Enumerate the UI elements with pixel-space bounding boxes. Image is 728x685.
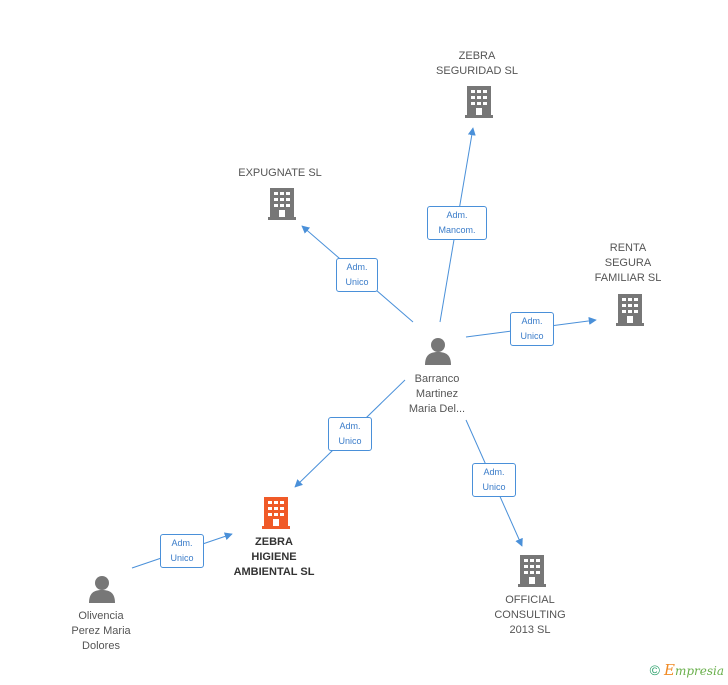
node-label-official-consulting[interactable]: OFFICIAL CONSULTING 2013 SL xyxy=(494,594,566,636)
node-label-zebra-higiene[interactable]: ZEBRA HIGIENE AMBIENTAL SL xyxy=(233,536,315,578)
node-label-olivencia[interactable]: Olivencia Perez Maria Dolores xyxy=(71,610,131,652)
edge-badge-to-official-consulting: Adm. Unico xyxy=(472,463,516,497)
building-icon[interactable] xyxy=(518,555,546,587)
building-icon[interactable] xyxy=(616,294,644,326)
edge-badge-olivencia-to-zebra-higiene: Adm. Unico xyxy=(160,534,204,568)
building-icon[interactable] xyxy=(268,188,296,220)
empresia-watermark: ©Empresia xyxy=(650,661,724,679)
node-label-renta-segura[interactable]: RENTA SEGURA FAMILIAR SL xyxy=(594,242,662,284)
copyright-symbol: © xyxy=(649,662,660,678)
node-label-zebra-seguridad[interactable]: ZEBRA SEGURIDAD SL xyxy=(436,50,518,77)
building-icon-focus[interactable] xyxy=(262,497,290,529)
person-icon[interactable] xyxy=(89,576,115,603)
person-icon[interactable] xyxy=(425,338,451,365)
edge-badge-to-expugnate: Adm. Unico xyxy=(336,258,378,292)
edge-badge-to-zebra-higiene: Adm. Unico xyxy=(328,417,372,451)
edge-badge-to-zebra-seguridad: Adm. Mancom. xyxy=(427,206,487,240)
building-icon[interactable] xyxy=(465,86,493,118)
node-label-barranco[interactable]: Barranco Martinez Maria Del... xyxy=(408,373,466,415)
node-label-expugnate[interactable]: EXPUGNATE SL xyxy=(238,167,322,179)
empresia-logo: Empresia xyxy=(663,661,724,679)
edge-badge-to-renta-segura: Adm. Unico xyxy=(510,312,554,346)
